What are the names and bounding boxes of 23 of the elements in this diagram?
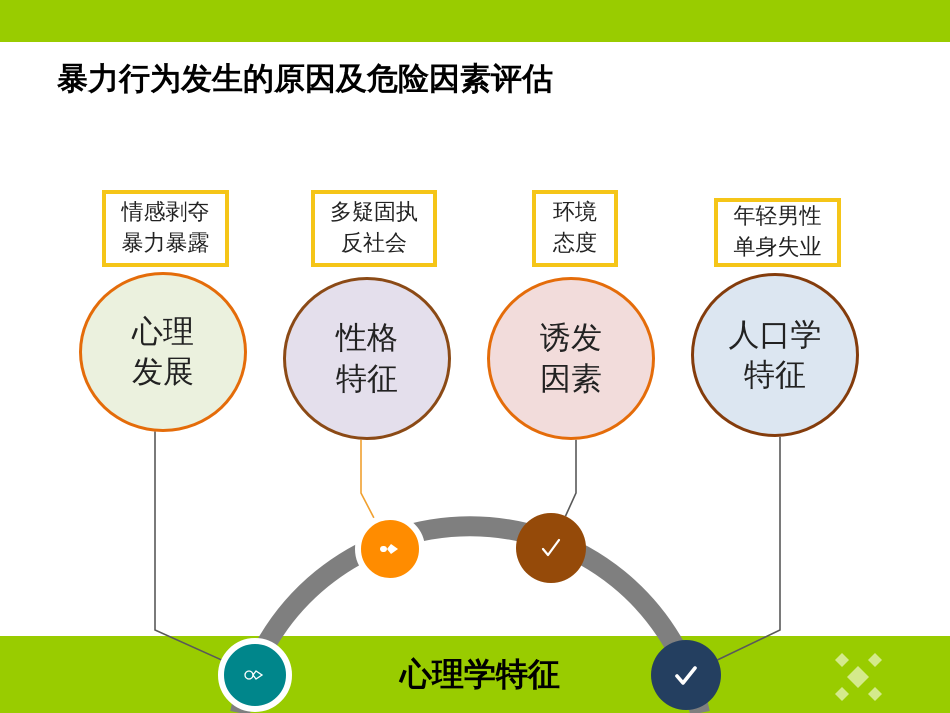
keyword-box: [311, 190, 437, 267]
connector-line: [717, 436, 781, 661]
category-label: 心理发展: [130, 312, 195, 392]
keyword-text: 环境: [553, 198, 597, 227]
keyword-text: 反社会: [341, 230, 407, 258]
category-label: 性格特征: [334, 319, 399, 398]
keyword-box: [102, 190, 229, 267]
keyword-text: 单身失业: [734, 234, 822, 262]
connector-line: [360, 440, 375, 518]
keyword-text: 情感剥夺: [122, 198, 210, 227]
keyword-text: 多疑固执: [330, 198, 418, 227]
title: 暴力行为发生的原因及危险因素评估: [57, 60, 553, 99]
banner-text: 心理学特征: [400, 654, 560, 694]
category-label: 人口学特征: [728, 316, 822, 395]
keyword-box: [532, 190, 618, 267]
connector-line: [564, 440, 577, 516]
keyword-text: 暴力暴露: [122, 230, 210, 258]
keyword-box: [714, 198, 841, 267]
connector-line: [154, 432, 222, 661]
keyword-text: 年轻男性: [734, 202, 822, 231]
keyword-text: 态度: [553, 230, 597, 258]
banner-band: [0, 636, 950, 713]
category-label: 诱发因素: [539, 319, 603, 398]
